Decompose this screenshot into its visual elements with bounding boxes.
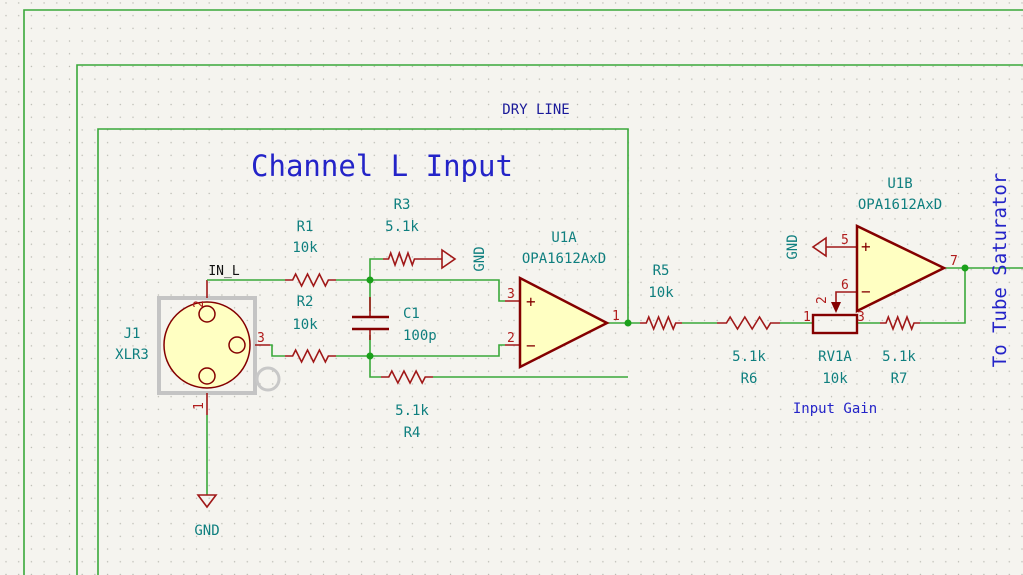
- junctions: [366, 264, 969, 360]
- svg-text:+: +: [526, 292, 536, 311]
- dry-line-label: DRY LINE: [502, 102, 569, 118]
- j1-ref: J1: [124, 326, 141, 342]
- r1-ref: R1: [297, 219, 314, 235]
- u1b-value: OPA1612AxD: [858, 197, 942, 213]
- r7-value: 5.1k: [882, 349, 916, 365]
- svg-text:GND: GND: [194, 523, 219, 539]
- resistor-r5[interactable]: [640, 314, 682, 332]
- svg-text:7: 7: [950, 254, 958, 269]
- sheet-title: Channel L Input: [251, 149, 513, 183]
- net-label-in-l: IN_L: [208, 264, 239, 279]
- pin-socket-3: [228, 336, 246, 354]
- dry-line-frame: [97, 128, 629, 575]
- input-gain-label: Input Gain: [793, 401, 877, 417]
- r2-ref: R2: [297, 294, 314, 310]
- r2-value: 10k: [292, 317, 318, 333]
- r5-ref: R5: [653, 263, 670, 279]
- r6-value: 5.1k: [732, 349, 766, 365]
- resistor-r7[interactable]: [880, 314, 920, 332]
- svg-text:3: 3: [507, 287, 515, 302]
- opamp-u1b[interactable]: 5 6 7 + − U1B OPA1612AxD: [841, 176, 958, 314]
- pin-number-1: 1: [192, 402, 207, 410]
- r3-ref: R3: [394, 197, 411, 213]
- rv1a-ref: RV1A: [818, 349, 852, 365]
- svg-text:GND: GND: [472, 246, 488, 271]
- svg-text:2: 2: [507, 331, 515, 346]
- svg-text:−: −: [526, 336, 536, 355]
- resistor-r6[interactable]: [717, 315, 780, 331]
- svg-text:1: 1: [803, 310, 811, 325]
- pin-number-2: 2: [192, 300, 207, 308]
- svg-text:−: −: [861, 282, 871, 301]
- inner-frame: [76, 64, 1023, 575]
- c1-value: 100p: [403, 328, 437, 344]
- gnd-symbol-u1b: GND: [785, 234, 857, 260]
- rv1a-value: 10k: [822, 371, 848, 387]
- r5-value: 10k: [648, 285, 674, 301]
- u1b-ref: U1B: [887, 176, 912, 192]
- svg-text:1: 1: [612, 309, 620, 324]
- svg-text:2: 2: [815, 296, 830, 304]
- j1-value: XLR3: [115, 347, 149, 363]
- u1a-ref: U1A: [551, 230, 577, 246]
- svg-text:6: 6: [841, 278, 849, 293]
- pin-socket-2: [198, 305, 216, 323]
- svg-text:GND: GND: [785, 234, 801, 259]
- r4-ref: R4: [404, 425, 421, 441]
- resistors: [285, 250, 920, 385]
- gnd-symbol-j1: GND: [194, 494, 220, 539]
- r3-value: 5.1k: [385, 219, 419, 235]
- resistor-r4[interactable]: [381, 369, 433, 385]
- r6-ref: R6: [741, 371, 758, 387]
- c1-ref: C1: [403, 306, 420, 322]
- resistor-r2[interactable]: [285, 348, 336, 364]
- svg-text:+: +: [861, 237, 871, 256]
- connector-j1[interactable]: 2 3 1 J1 XLR3: [115, 280, 281, 415]
- wires: [206, 258, 1023, 495]
- pin-socket-1: [198, 367, 216, 385]
- resistor-r3[interactable]: [383, 250, 420, 268]
- svg-text:3: 3: [857, 310, 865, 325]
- connector-body: [163, 301, 251, 389]
- r4-value: 5.1k: [395, 403, 429, 419]
- svg-text:5: 5: [841, 233, 849, 248]
- outer-frame: [23, 9, 1023, 575]
- r7-ref: R7: [891, 371, 908, 387]
- capacitor-c1[interactable]: C1 100p: [352, 297, 437, 344]
- resistor-r1[interactable]: [285, 272, 336, 288]
- u1a-value: OPA1612AxD: [522, 251, 606, 267]
- r1-value: 10k: [292, 240, 318, 256]
- connector-pins: [206, 280, 270, 415]
- opamp-u1a[interactable]: 3 2 1 + − U1A OPA1612AxD: [505, 230, 620, 370]
- potentiometer-rv1a[interactable]: 1 2 3 RV1A 10k: [803, 291, 865, 387]
- pin-number-3: 3: [257, 331, 265, 346]
- gnd-symbol-r3: GND: [420, 246, 488, 272]
- shield-icon: [255, 366, 281, 392]
- output-label: To Tube Saturator: [989, 173, 1011, 367]
